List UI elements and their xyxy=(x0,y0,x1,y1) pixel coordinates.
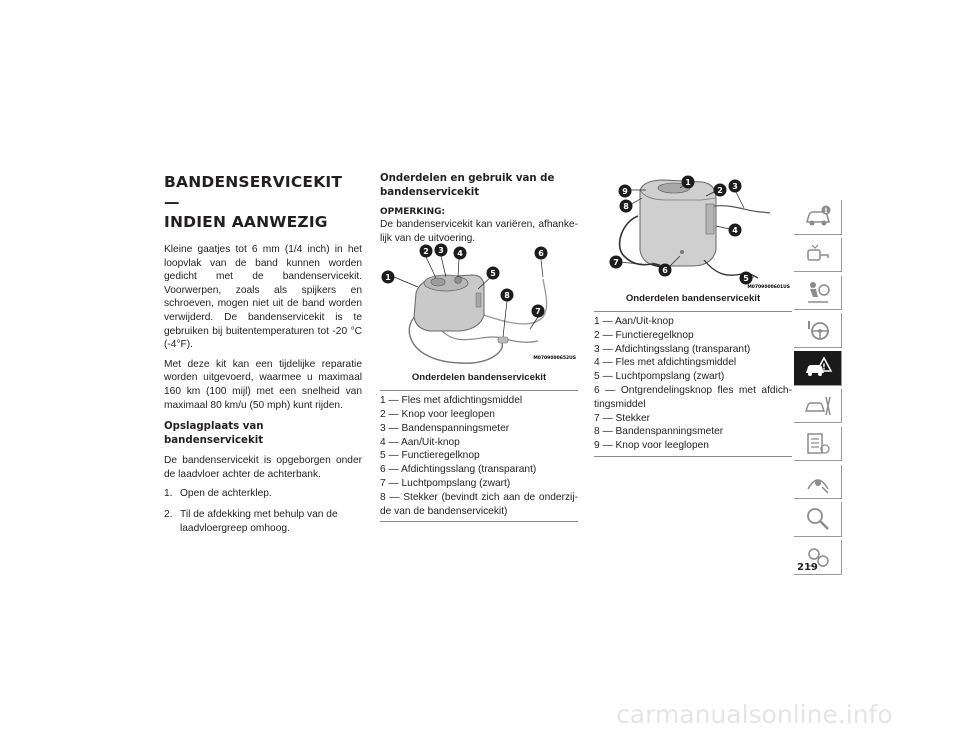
checklist-icon xyxy=(807,433,830,454)
safety-airbag-icon xyxy=(808,281,830,303)
steering-wheel-icon xyxy=(808,321,829,341)
chapter-tabs: i ! xyxy=(794,200,842,578)
callout-badge xyxy=(531,304,545,318)
callout-badge xyxy=(434,243,448,257)
callout-badge xyxy=(419,244,433,258)
section-title: BANDENSERVICEKIT — INDIEN AANWEZIG xyxy=(164,173,343,231)
callout-2: 2 xyxy=(717,186,723,195)
callout-2: 2 xyxy=(423,247,429,256)
limits-paragraph: Met deze kit kan een tijdelijke reparati… xyxy=(164,358,362,411)
tire-kit-figure-2: 1 2 3 4 5 6 7 8 9 M0709000601US xyxy=(594,175,792,292)
service-tools-icon xyxy=(804,396,831,416)
legend-item: 1 — Aan/Uit-knop xyxy=(594,316,674,327)
legend-item: 7 — Stekker xyxy=(594,412,651,424)
callout-badge xyxy=(486,266,500,280)
right-column: 1 2 3 4 5 6 7 8 9 M0709000601US Onderdel… xyxy=(594,172,792,457)
step-item: 2.Til de afdekking met behulp van de laa… xyxy=(164,508,338,534)
callout-6: 6 xyxy=(662,266,668,275)
parts-heading: Onderdelen en gebruik van de bandenservi… xyxy=(380,173,555,198)
tab-car-info[interactable]: i xyxy=(794,200,842,235)
callout-8: 8 xyxy=(623,202,629,211)
callout-1: 1 xyxy=(385,273,391,282)
note-text: De bandenservicekit kan variëren, afhank… xyxy=(380,219,578,244)
language-gear-icon xyxy=(808,548,829,567)
key-controls-icon xyxy=(807,244,829,261)
legend-item: 7 — Luchtpompslang (zwart) xyxy=(380,477,511,489)
legend-item: 3 — Afdichtingsslang (transparant) xyxy=(594,343,751,355)
storage-paragraph: De bandenservicekit is opgeborgen onder … xyxy=(164,455,362,480)
tab-safety[interactable] xyxy=(794,275,842,311)
legend-item: 6 — Ontgrendelingsknop fles met afdich­t… xyxy=(594,384,792,410)
figure-legend: 1 — Fles met afdichtingsmiddel 2 — Knop … xyxy=(380,390,578,523)
callout-badge xyxy=(453,246,467,260)
tab-key-controls[interactable] xyxy=(794,237,842,273)
callout-5: 5 xyxy=(490,269,496,278)
callout-9: 9 xyxy=(622,187,628,196)
legend-item: 4 — Fles met afdichtingsmiddel xyxy=(594,357,737,369)
callout-4: 4 xyxy=(732,226,738,235)
left-column: BANDENSERVICEKIT — INDIEN AANWEZIG Klein… xyxy=(164,172,362,542)
multimedia-icon xyxy=(807,478,829,494)
callout-1: 1 xyxy=(685,178,691,187)
figure-code: M0709000601US xyxy=(747,284,790,290)
watermark: carmanualsonline.info xyxy=(616,700,893,729)
figure-caption: Onderdelen bandenservicekit xyxy=(411,372,547,384)
tab-multimedia[interactable] xyxy=(794,464,842,500)
figure-code: M0709000652US xyxy=(533,355,576,361)
callout-7: 7 xyxy=(613,258,619,267)
tire-kit-figure-1: 1 2 3 4 5 6 7 8 M0709000652US xyxy=(380,243,578,371)
intro-paragraph: Kleine gaatjes tot 6 mm (1/4 inch) in he… xyxy=(164,244,362,351)
legend-item: 2 — Functieregelknop xyxy=(594,329,694,341)
storage-heading: Opslagplaats van bandenservicekit xyxy=(164,421,264,446)
legend-item: 2 — Knop voor leeglopen xyxy=(380,408,495,420)
figure-caption: Onderdelen bandenservicekit xyxy=(625,293,761,304)
magnifier-index-icon xyxy=(807,508,829,531)
middle-column: Onderdelen en gebruik van de bandenservi… xyxy=(380,172,578,523)
callout-5: 5 xyxy=(743,274,749,283)
callout-badge xyxy=(381,270,395,284)
callout-7: 7 xyxy=(535,307,541,316)
warning-triangle-car-icon: ! xyxy=(806,356,833,377)
callout-6: 6 xyxy=(538,249,544,258)
legend-item: 6 — Afdichtingsslang (transparant) xyxy=(380,464,537,476)
legend-item: 1 — Fles met afdichtingsmiddel xyxy=(380,395,523,407)
tire-kit-illustration-2: 1 2 3 4 5 6 7 8 9 M0709000601US xyxy=(609,175,790,290)
note-label: OPMERKING: xyxy=(380,207,446,217)
legend-item: 8 — Stekker (bevindt zich aan de onderzi… xyxy=(380,491,578,517)
svg-text:!: ! xyxy=(822,363,826,372)
tab-service[interactable] xyxy=(794,388,842,424)
car-info-icon: i xyxy=(806,205,831,226)
legend-item: 5 — Luchtpompslang (zwart) xyxy=(594,371,725,383)
legend-item: 4 — Aan/Uit-knop xyxy=(380,436,460,448)
tab-languages[interactable] xyxy=(794,540,842,575)
page-number: 219 xyxy=(797,562,818,573)
callout-3: 3 xyxy=(732,182,738,191)
callout-badge xyxy=(534,246,548,260)
legend-item: 9 — Knop voor leeglopen xyxy=(594,440,709,452)
legend-item: 3 — Bandenspanningsmeter xyxy=(380,422,510,434)
callout-badge xyxy=(500,288,514,302)
svg-text:i: i xyxy=(825,206,828,215)
tab-index[interactable] xyxy=(794,502,842,537)
tab-emergency[interactable]: ! xyxy=(794,351,842,386)
tab-specifications[interactable] xyxy=(794,426,842,462)
tire-kit-illustration-1: 1 2 3 4 5 6 7 8 M0709000652US xyxy=(381,243,576,364)
legend-item: 8 — Bandenspanningsmeter xyxy=(594,426,724,438)
figure-legend: 1 — Aan/Uit-knop 2 — Functieregelknop 3 … xyxy=(594,311,792,457)
callout-4: 4 xyxy=(457,249,463,258)
legend-item: 5 — Functieregelknop xyxy=(380,450,480,462)
step-item: 1.Open de achterklep. xyxy=(164,488,272,500)
steps-list: 1.Open de achterklep. 2.Til de afdekking… xyxy=(164,487,362,535)
tab-steering[interactable] xyxy=(794,313,842,348)
callout-3: 3 xyxy=(438,246,444,255)
callout-8: 8 xyxy=(504,291,510,300)
